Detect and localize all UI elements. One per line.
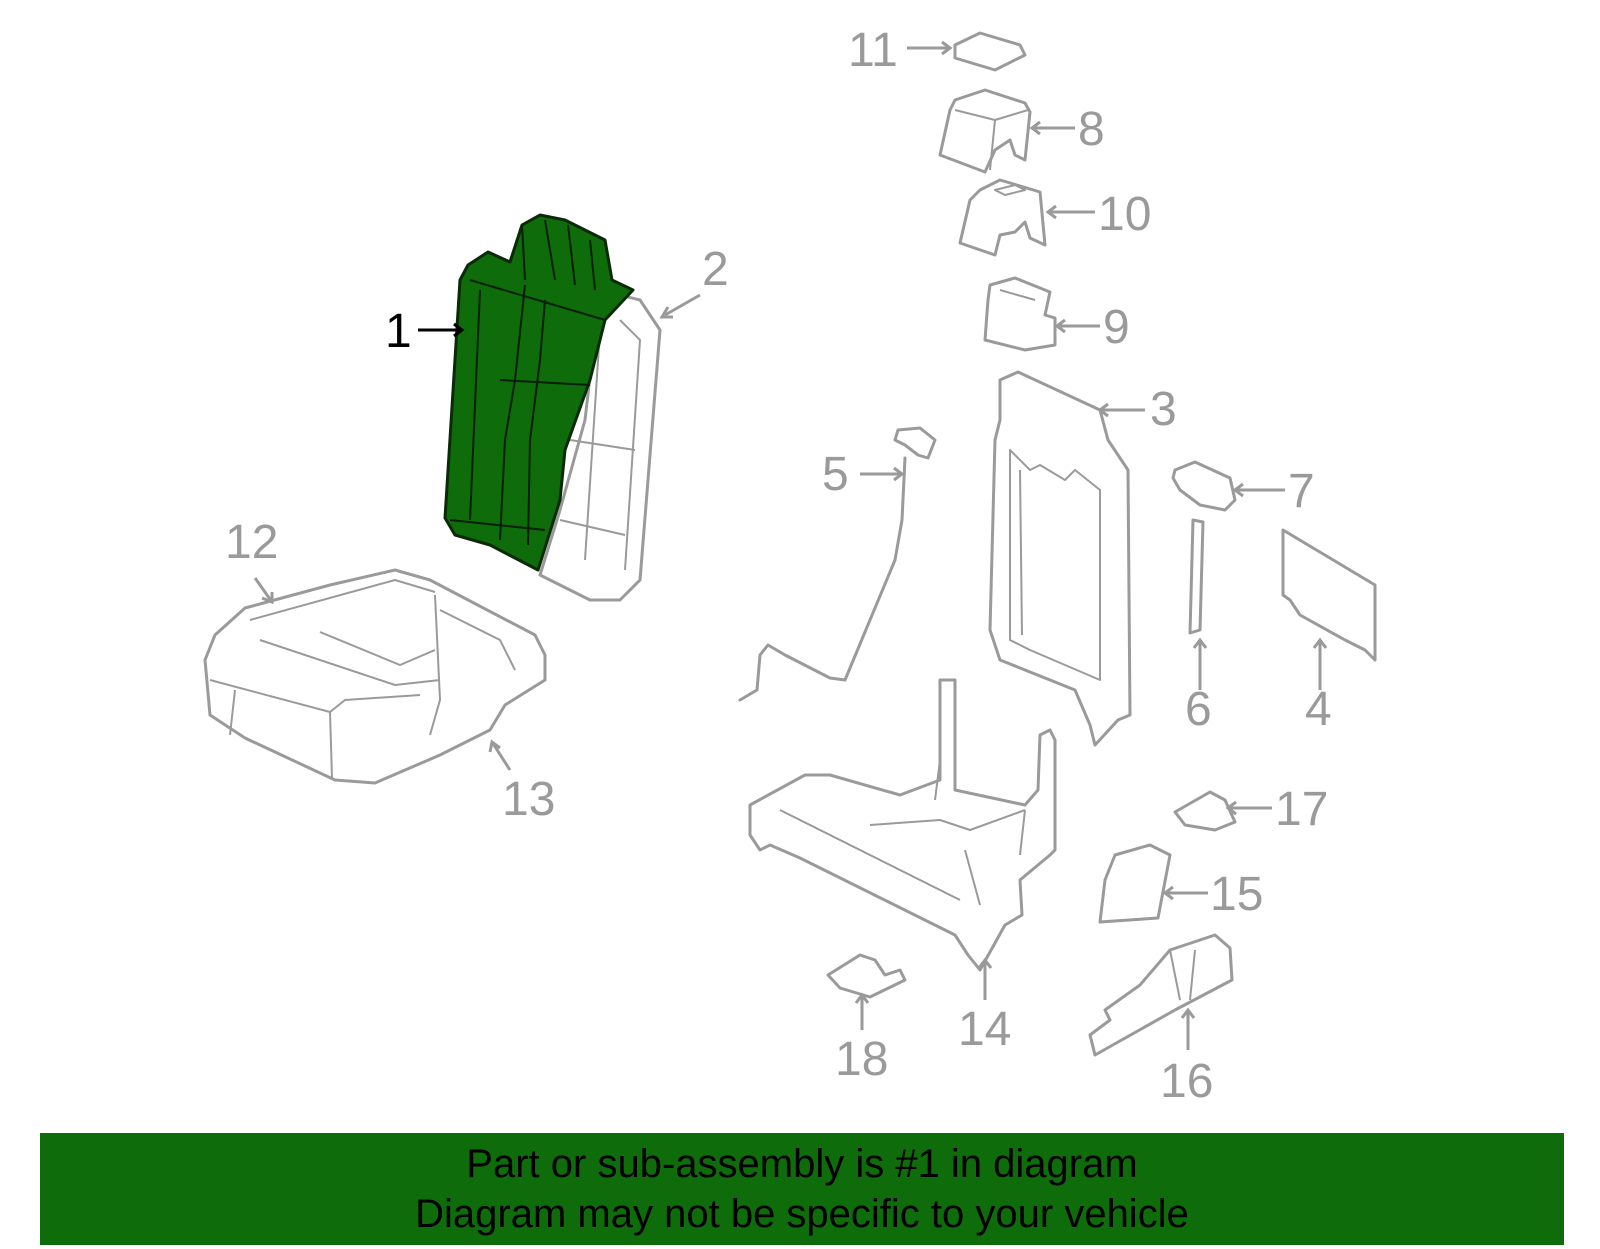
part-4-plate (1281, 528, 1377, 662)
callout-14[interactable]: 14 (958, 1003, 1011, 1056)
callout-3[interactable]: 3 (1150, 383, 1177, 436)
part-3-back-panel (988, 370, 1132, 747)
part-1-seatback-cover[interactable] (443, 213, 635, 572)
part-2-seatback-frame (538, 288, 662, 602)
banner-line-1: Part or sub-assembly is #1 in diagram (466, 1142, 1138, 1186)
callout-8[interactable]: 8 (1078, 103, 1105, 156)
info-banner: Part or sub-assembly is #1 in diagram Di… (40, 1133, 1564, 1245)
callout-7[interactable]: 7 (1288, 465, 1315, 518)
callout-17[interactable]: 17 (1275, 783, 1328, 836)
part-16-bracket (1088, 933, 1234, 1057)
callout-1[interactable]: 1 (385, 305, 412, 358)
part-17-clip (1173, 790, 1237, 832)
part-12-13-seat-cushion (203, 568, 547, 785)
callout-12[interactable]: 12 (225, 516, 278, 569)
callout-arrows (253, 40, 1328, 1050)
callout-5[interactable]: 5 (822, 448, 849, 501)
parts-diagram: 1 2 3 4 5 6 7 8 9 10 11 12 13 14 15 16 1… (203, 24, 1377, 1108)
callout-2[interactable]: 2 (702, 243, 729, 296)
callout-9[interactable]: 9 (1103, 301, 1130, 354)
part-15-trim (1098, 843, 1172, 924)
callout-16[interactable]: 16 (1160, 1055, 1213, 1108)
callout-10[interactable]: 10 (1098, 188, 1151, 241)
callout-18[interactable]: 18 (835, 1033, 888, 1086)
callout-11[interactable]: 11 (848, 24, 898, 77)
part-8-cover (938, 88, 1032, 174)
part-6-rod (1188, 518, 1205, 635)
callout-4[interactable]: 4 (1305, 683, 1332, 736)
part-18-clip (826, 953, 907, 999)
banner-line-2: Diagram may not be specific to your vehi… (415, 1192, 1189, 1236)
callout-13[interactable]: 13 (502, 773, 555, 826)
part-5-cable (738, 426, 937, 702)
part-7-clip (1171, 460, 1237, 512)
callout-6[interactable]: 6 (1185, 683, 1212, 736)
callout-15[interactable]: 15 (1210, 868, 1263, 921)
part-11-cap (953, 31, 1027, 72)
part-14-frame (748, 678, 1057, 972)
part-9-bracket (983, 276, 1057, 352)
part-10-cover (958, 178, 1047, 257)
